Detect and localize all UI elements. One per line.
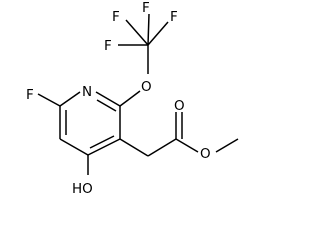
bond-o-ring [119, 90, 141, 107]
bond-ring-ch2 [119, 138, 149, 157]
bond-ring-f [37, 93, 61, 107]
atom-f-ring: F [26, 87, 34, 103]
bond-c-f-top-left [125, 19, 149, 46]
structure-diagram: F F F F O N F O O HO [26, 0, 239, 197]
molecule-drawing: F F F F O N F O O HO [26, 0, 239, 197]
atom-f-top-center: F [142, 0, 150, 16]
bond-ring-c2-n [95, 91, 121, 107]
bond-c-f-top-right [147, 21, 169, 46]
atom-f-top-left: F [112, 9, 120, 25]
atom-f-top-right: F [170, 9, 178, 25]
bond-ring-c5-c4 [59, 138, 89, 156]
bond-ring-c4-c3-inner [89, 135, 115, 149]
bond-ring-n-c6 [59, 91, 81, 107]
bond-ester-methyl [215, 138, 239, 153]
bond-carbonyl-ester-o [175, 138, 199, 153]
bond-ring-c4-c3 [87, 138, 121, 156]
atom-ho: HO [72, 181, 93, 197]
atom-o-ether: O [141, 79, 152, 95]
bond-c-f-top-center [147, 13, 150, 46]
atom-o-ester: O [200, 146, 211, 162]
bond-ring-c2-n-inner [96, 99, 117, 112]
atom-o-carbonyl: O [174, 98, 185, 114]
atom-n-ring: N [82, 84, 92, 100]
atom-f-mid: F [104, 38, 112, 54]
bond-ch2-carbonyl [147, 138, 177, 157]
